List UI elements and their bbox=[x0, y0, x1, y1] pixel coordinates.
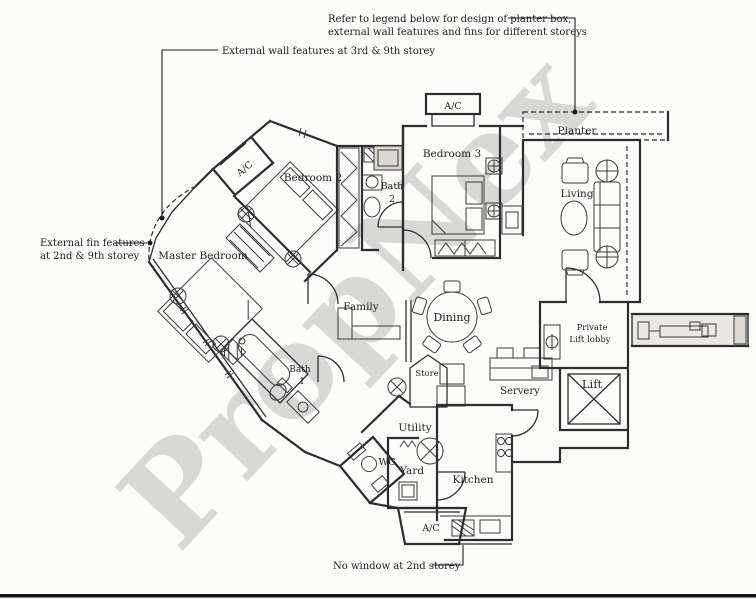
ac-bottom-unit: A/C bbox=[396, 506, 468, 546]
servery-label: Servery bbox=[500, 386, 540, 397]
armchair bbox=[561, 162, 589, 184]
coffee-table bbox=[560, 200, 588, 236]
legend-note-line2: external wall features and fins for diff… bbox=[328, 27, 587, 38]
store-room: Store bbox=[409, 354, 466, 408]
bedroom3-label: Bedroom 3 bbox=[423, 148, 481, 160]
toilet bbox=[363, 196, 381, 218]
ac-bedroom2-unit: A/C bbox=[211, 135, 275, 197]
lift-lobby-room: Private Lift lobby bbox=[538, 300, 611, 370]
wardrobe bbox=[338, 147, 360, 249]
ac-bottom-label: A/C bbox=[421, 523, 439, 534]
ac-top-unit: A/C bbox=[424, 92, 482, 127]
master-wardrobe bbox=[225, 223, 275, 273]
armchair bbox=[561, 249, 589, 271]
master-bedroom-label: Master Bedroom bbox=[158, 250, 248, 262]
bedroom3-room: Bedroom 3 bbox=[401, 124, 525, 272]
utility-area: Utility bbox=[360, 394, 432, 434]
coil-icon bbox=[399, 440, 417, 448]
lamp-icon bbox=[284, 250, 302, 268]
wc-room: WC bbox=[338, 435, 406, 505]
bath2-label-2: 2 bbox=[389, 194, 395, 205]
toilet bbox=[361, 456, 377, 472]
family-label: Family bbox=[343, 301, 379, 313]
store-label: Store bbox=[415, 369, 438, 379]
column-icon bbox=[387, 377, 407, 397]
planter-box: Planter bbox=[522, 110, 670, 142]
annotation-no-window: No window at 2nd storey bbox=[333, 545, 464, 572]
bedroom2-label: Bedroom 2 bbox=[284, 172, 342, 184]
planter-label: Planter bbox=[558, 125, 598, 137]
ac-bedroom2-label: A/C bbox=[234, 159, 255, 179]
bed3 bbox=[431, 175, 485, 235]
lift-shaft: Lift bbox=[512, 300, 630, 464]
bath1-label-1: Bath bbox=[289, 365, 311, 375]
basin bbox=[361, 174, 383, 191]
lift-label: Lift bbox=[582, 377, 603, 391]
bath1-room: Bath 1 bbox=[219, 318, 345, 424]
yard-area: Yard bbox=[386, 436, 466, 510]
fin-features-line1: External fin features bbox=[40, 238, 145, 249]
lift-lobby-label-2: Lift lobby bbox=[569, 335, 610, 345]
family-area: Family bbox=[337, 300, 412, 397]
servery-area: Servery bbox=[489, 347, 553, 397]
washing-machine bbox=[416, 437, 444, 465]
page-bottom-rule bbox=[0, 594, 756, 598]
bay-window-dashed bbox=[148, 185, 197, 263]
legend-note-line1: Refer to legend below for design of plan… bbox=[328, 14, 571, 25]
lift-lobby-label-1: Private bbox=[577, 323, 608, 333]
kitchen-label: Kitchen bbox=[452, 474, 493, 486]
wc-label: WC bbox=[378, 457, 395, 468]
wall-features-text: External wall features at 3rd & 9th stor… bbox=[222, 46, 435, 57]
kitchen-room: Kitchen bbox=[435, 403, 539, 545]
dining-area: Dining bbox=[411, 280, 493, 354]
bedroom2-room: Bedroom 2 bbox=[232, 161, 342, 274]
living-label: Living bbox=[560, 188, 593, 200]
bath2-room: Bath 2 bbox=[335, 124, 405, 264]
vanity bbox=[286, 390, 320, 424]
living-room: Living bbox=[521, 138, 642, 304]
lamp-icon bbox=[237, 205, 255, 223]
bath1-label-2: 1 bbox=[299, 377, 305, 387]
annotation-wall-features: External wall features at 3rd & 9th stor… bbox=[159, 46, 435, 221]
fin-features-line2: at 2nd & 9th storey bbox=[40, 251, 139, 262]
annotation-legend-note: Refer to legend below for design of plan… bbox=[328, 14, 587, 115]
ac-top-label: A/C bbox=[443, 101, 461, 112]
corridor bbox=[630, 312, 750, 348]
dining-label: Dining bbox=[433, 311, 470, 324]
toilet bbox=[269, 383, 287, 401]
sofa bbox=[593, 181, 621, 253]
annotation-fin-features: External fin features at 2nd & 9th store… bbox=[40, 238, 153, 262]
utility-label: Utility bbox=[398, 422, 431, 434]
no-window-text: No window at 2nd storey bbox=[333, 561, 461, 572]
bed2 bbox=[237, 161, 339, 263]
lamp-icon bbox=[169, 287, 187, 305]
bath2-label-1: Bath bbox=[381, 181, 404, 192]
